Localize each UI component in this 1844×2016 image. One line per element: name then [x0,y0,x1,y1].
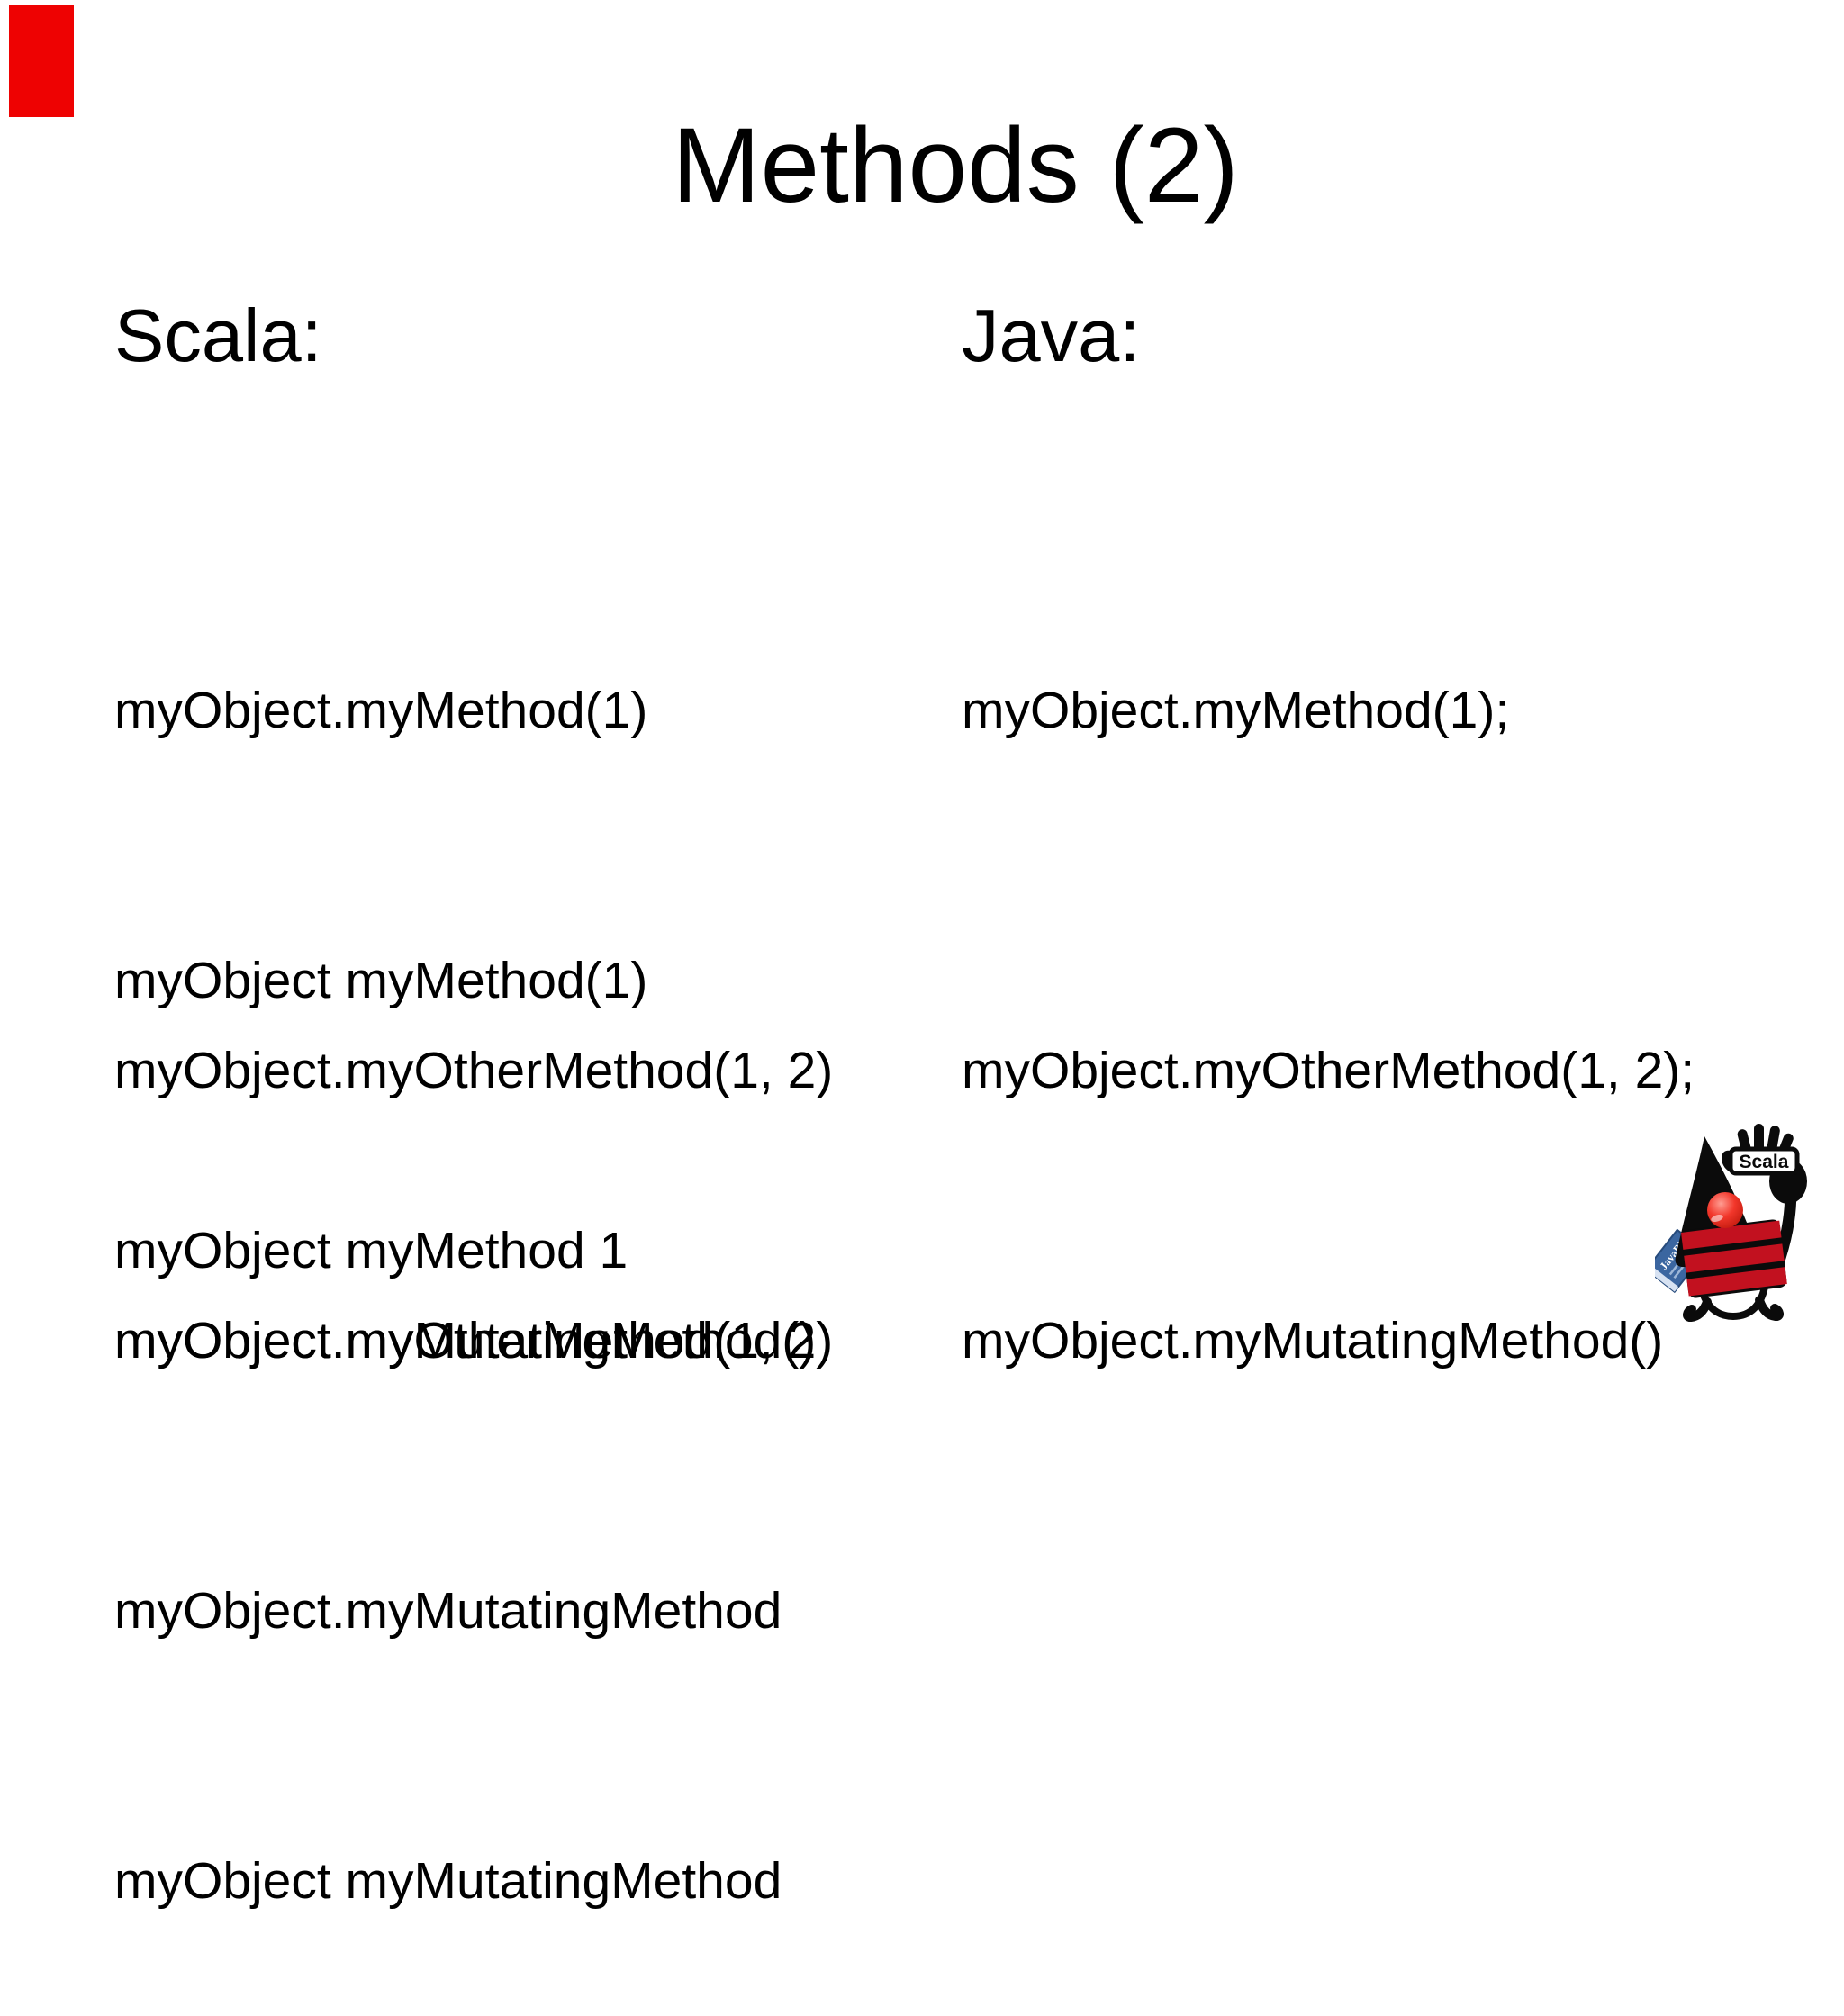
duke-scala-mascot-svg: JavaBi [1655,1124,1807,1322]
java-code-block-3: myObject.myMutatingMethod() [962,1116,1663,1476]
page-title: Methods (2) [672,106,1239,225]
code-line: myObject.myMutatingMethod() [962,1312,1664,1370]
code-line: myObject.myMutatingMethod [114,1582,782,1640]
scala-code-block-3: myObject.myMutatingMethod() myObject.myM… [114,1116,816,2016]
corner-accent-mark [9,5,74,117]
code-line: myObject myMethod 1 [114,1222,628,1279]
code-line: myObject.myOtherMethod(1, 2); [962,1042,1695,1099]
scala-code-block-2: myObject.myOtherMethod(1, 2) myObject my… [114,845,833,1476]
java-code-block-2: myObject.myOtherMethod(1, 2); [962,845,1695,1206]
code-line: myObject myMutatingMethod [114,1852,782,1910]
duke-scala-mascot-image: JavaBi [1655,1122,1837,1331]
duke-nose-highlight [1711,1215,1723,1222]
code-line: myObject.myMethod(1); [962,682,1510,739]
scala-column-header: Scala: [114,294,322,377]
scala-sign: Scala [1728,1146,1800,1176]
striped-shirt [1681,1219,1787,1298]
duke-nose [1707,1192,1743,1228]
duke-foot-left [1683,1297,1712,1322]
java-code-block-1: myObject.myMethod(1); [962,485,1509,845]
svg-text:Scala: Scala [1740,1152,1789,1172]
code-line: myObject.myOtherMethod(1, 2) [114,1042,834,1099]
duke-foot-right [1755,1296,1784,1321]
code-line: myObject myMethod(1) [114,952,648,1009]
code-line: myObject.myMutatingMethod() [114,1312,817,1370]
code-line: myObject.myMethod(1) [114,682,648,739]
scala-code-block-1: myObject.myMethod(1) myObject myMethod(1… [114,485,647,1386]
code-line: myObject myOtherMethod(1, 2) [114,1312,834,1370]
java-column-header: Java: [962,294,1141,377]
